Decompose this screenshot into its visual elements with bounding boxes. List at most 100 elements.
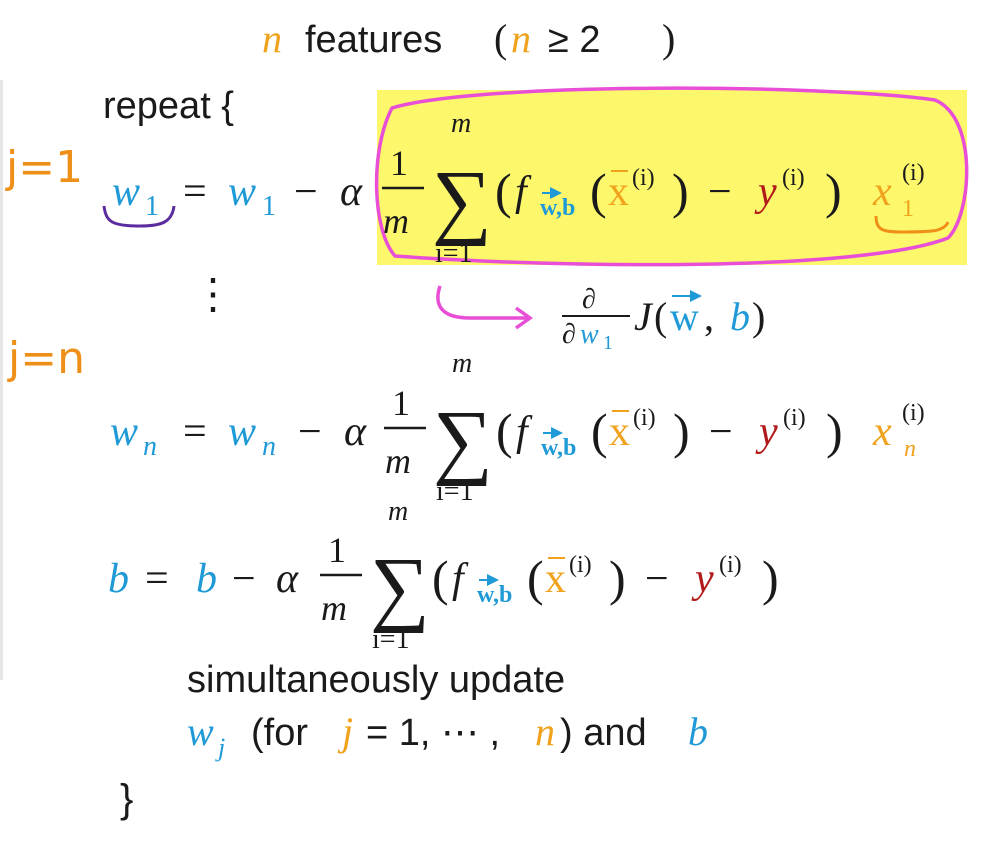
header-n-inline: n: [511, 16, 531, 61]
b-sum-low: i=1: [372, 624, 410, 655]
w1-rhs: w: [228, 169, 256, 215]
wn-xj-sub: n: [904, 436, 916, 462]
wn-alpha: α: [344, 409, 367, 455]
w1-paren2: (: [590, 163, 607, 219]
w1-xj: x: [872, 169, 892, 215]
wn-sum-top: m: [452, 348, 472, 379]
wn-x: x: [609, 409, 630, 455]
w1-paren3: ): [672, 163, 689, 219]
b-frac-num: 1: [328, 530, 346, 570]
b-minus2: −: [645, 556, 669, 602]
b-lhs: b: [108, 556, 129, 602]
wn-paren1: (: [496, 403, 513, 459]
w1-y-sup: (i): [782, 165, 805, 191]
wn-lhs: w: [110, 409, 138, 455]
b-update-row: b = b − α 1 m m ∑ i=1 ( f w,b ( x (i) ) …: [108, 496, 779, 655]
left-edge-shadow: [0, 80, 3, 680]
w1-update-row: w 1 = w 1 − α 1 m m ∑ i=1 ( f w,b ( x (i…: [102, 108, 950, 269]
footer-w-sub: j: [215, 733, 225, 762]
footer-and: ) and: [560, 712, 647, 754]
b-x-sup: (i): [569, 552, 592, 578]
footer-line1: simultaneously update: [187, 659, 565, 701]
w1-sum-low: i=1: [435, 238, 473, 269]
wn-x-sup: (i): [633, 405, 656, 431]
wn-xj: x: [872, 409, 892, 455]
w1-frac-den: m: [383, 201, 409, 241]
w1-sum-top: m: [451, 108, 471, 139]
pink-arrow: [436, 285, 528, 320]
b-sum-top: m: [388, 496, 408, 527]
w1-lhs: w: [112, 169, 140, 215]
w1-lhs-sub: 1: [145, 191, 159, 222]
pd-w: w: [670, 294, 699, 339]
w1-minus2: −: [708, 169, 732, 215]
wn-sum-low: i=1: [436, 476, 474, 507]
pd-den-w: w: [580, 319, 599, 350]
w1-paren1: (: [495, 163, 512, 219]
w1-y: y: [754, 169, 777, 215]
pd-b: b: [730, 294, 750, 339]
footer-w: w: [187, 709, 214, 754]
b-paren4: ): [762, 550, 779, 606]
pd-J: J: [634, 294, 654, 339]
annotation-j1: j=1: [5, 142, 83, 193]
b-eq: =: [145, 556, 169, 602]
wn-paren4: ): [826, 403, 843, 459]
wn-eq: =: [183, 409, 207, 455]
header-condition: ≥ 2: [548, 19, 601, 61]
wn-sigma: ∑: [433, 394, 493, 487]
pd-paren-open: (: [654, 294, 667, 339]
wn-y-sup: (i): [783, 405, 806, 431]
repeat-label: repeat {: [103, 85, 234, 127]
pd-den-partial: ∂: [562, 319, 576, 350]
header-paren-open: (: [494, 16, 507, 61]
b-f-sub: w,b: [477, 582, 512, 608]
wn-paren2: (: [591, 403, 608, 459]
w1-xj-sup: (i): [902, 160, 925, 186]
footer-j: j: [337, 709, 353, 754]
w1-x: x: [608, 169, 629, 215]
pd-num: ∂: [582, 284, 596, 315]
annotation-jn: j=n: [7, 333, 85, 384]
header-features: features: [305, 19, 442, 61]
b-y: y: [691, 556, 714, 602]
pd-den-sub: 1: [603, 332, 613, 354]
w1-rhs-sub: 1: [262, 191, 276, 222]
footer-b: b: [688, 709, 708, 754]
wn-minus2: −: [709, 409, 733, 455]
partial-derivative: ∂ ∂ w 1 J ( w , b ): [562, 284, 765, 354]
wn-frac-den: m: [385, 441, 411, 481]
pd-comma: ,: [704, 294, 714, 339]
w1-xj-sub: 1: [902, 196, 914, 222]
orange-underline: [874, 215, 950, 234]
footer-eq-one: = 1, ⋯ ,: [366, 712, 500, 754]
b-sigma: ∑: [370, 541, 430, 634]
vertical-dots: ⋮: [192, 272, 234, 318]
w1-paren4: ): [825, 163, 842, 219]
pink-arrowhead: [514, 306, 534, 330]
header-n: n: [262, 16, 282, 61]
wn-y: y: [755, 409, 778, 455]
b-paren1: (: [432, 550, 449, 606]
wn-minus: −: [298, 409, 322, 455]
pd-paren-close: ): [752, 294, 765, 339]
wn-f: f: [516, 409, 533, 455]
b-paren3: ): [609, 550, 626, 606]
w1-f-sub: w,b: [540, 195, 575, 221]
wn-rhs: w: [228, 409, 256, 455]
wn-rhs-sub: n: [262, 431, 276, 462]
b-f: f: [452, 556, 469, 602]
footer: simultaneously update w j (for j = 1, ⋯ …: [187, 659, 708, 762]
w1-eq: =: [183, 169, 207, 215]
pink-loop: [374, 86, 969, 267]
w1-alpha: α: [340, 169, 363, 215]
b-x: x: [545, 556, 566, 602]
wn-frac-num: 1: [392, 383, 410, 423]
highlight-box: [377, 90, 967, 265]
wn-paren3: ): [673, 403, 690, 459]
purple-underline: [102, 205, 176, 228]
b-paren2: (: [527, 550, 544, 606]
header: n features ( n ≥ 2 ): [262, 16, 675, 61]
